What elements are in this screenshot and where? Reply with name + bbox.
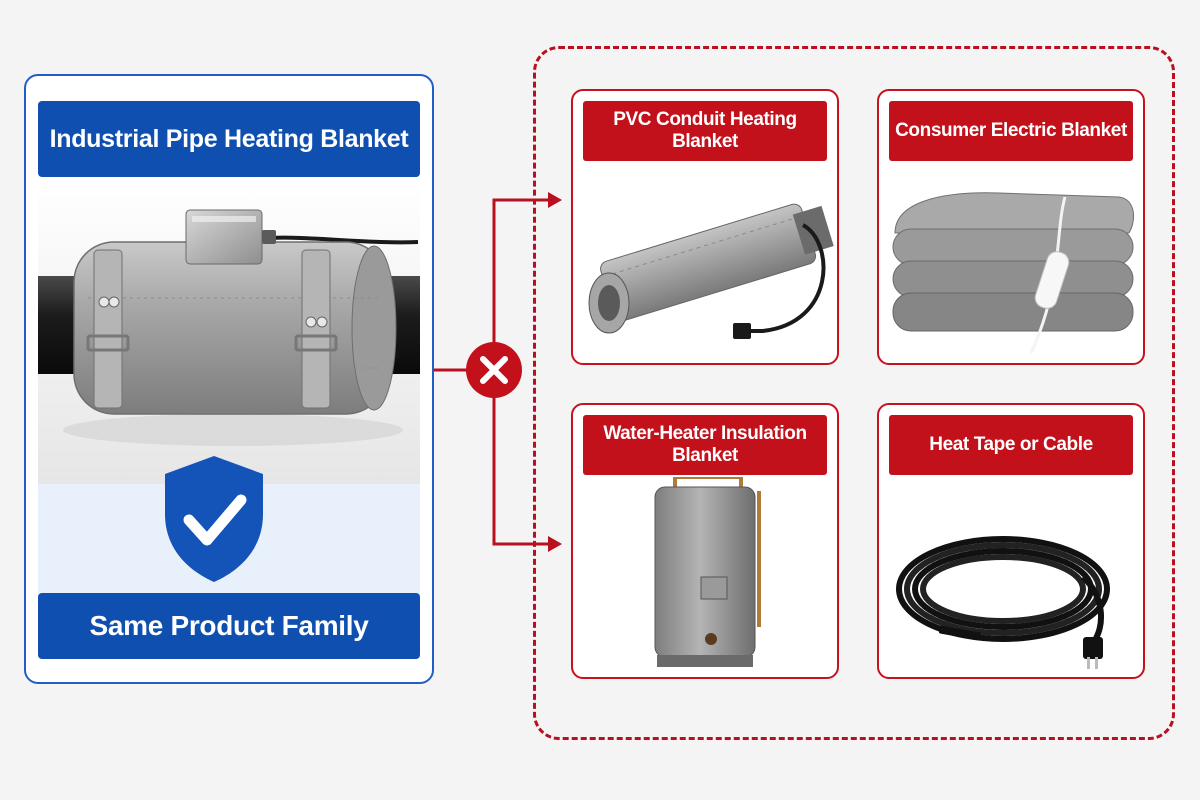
x-circle-icon: [466, 342, 522, 398]
excluded-card-title: PVC Conduit Heating Blanket: [583, 101, 827, 161]
pipe-heating-blanket-icon: [38, 178, 420, 484]
excluded-card-title: Heat Tape or Cable: [889, 415, 1133, 475]
excluded-card-consumer: Consumer Electric Blanket: [877, 89, 1145, 365]
excluded-card-title: Consumer Electric Blanket: [889, 101, 1133, 161]
same-family-label: Same Product Family: [38, 593, 420, 659]
electric-blanket-icon: [892, 192, 1135, 354]
water-heater-icon: [654, 477, 761, 667]
excluded-card-heat-tape: Heat Tape or Cable: [877, 403, 1145, 679]
pvc-conduit-blanket-icon: [588, 203, 834, 339]
excluded-products-group: [533, 46, 1175, 740]
excluded-card-water-heater: Water-Heater Insulation Blanket: [571, 403, 839, 679]
heat-cable-icon: [896, 536, 1110, 669]
excluded-card-title: Water-Heater Insulation Blanket: [583, 415, 827, 475]
shield-check-icon: [165, 456, 263, 582]
same-family-title: Industrial Pipe Heating Blanket: [38, 101, 420, 177]
excluded-card-pvc: PVC Conduit Heating Blanket: [571, 89, 839, 365]
